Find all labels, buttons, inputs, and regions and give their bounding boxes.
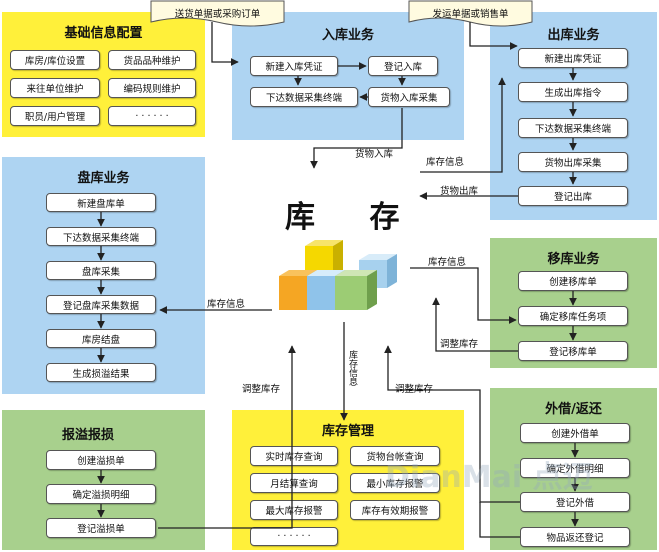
label-stock-info-outbound: 库存信息 [426, 157, 465, 168]
btn-register-transfer[interactable]: 登记移库单 [518, 341, 628, 361]
transfer-panel: 移库业务 创建移库单 确定移库任务项 登记移库单 [490, 238, 657, 368]
btn-register-loss-form[interactable]: 登记溢损单 [46, 518, 156, 538]
btn-code-rule-maint[interactable]: 编码规则维护 [108, 78, 196, 98]
arrow-stock-info-transfer [410, 267, 517, 324]
basic-config-title: 基础信息配置 [64, 26, 143, 41]
arrow-note-to-inbound [211, 22, 239, 66]
btn-mgmt-more[interactable]: · · · · · · [250, 527, 338, 546]
outbound-title: 出库业务 [547, 28, 600, 43]
btn-expiry-alarm[interactable]: 库存有效期报警 [350, 500, 440, 520]
outbound-panel: 出库业务 新建出库凭证 生成出库指令 下达数据采集终端 货物出库采集 登记出库 [490, 12, 657, 220]
document-note-left-shape [150, 0, 285, 27]
arrow-return-loop [479, 502, 520, 538]
label-adjust-transfer: 调整库存 [440, 339, 479, 350]
arrow-goods-in [310, 108, 403, 169]
stocktake-panel: 盘库业务 新建盘库单 下达数据采集终端 盘库采集 登记盘库采集数据 库房结盘 生… [2, 157, 205, 394]
btn-confirm-lend-detail[interactable]: 确定外借明细 [520, 458, 630, 478]
btn-stocktake-collect[interactable]: 盘库采集 [46, 261, 156, 280]
btn-goods-ledger-query[interactable]: 货物台帐查询 [350, 446, 440, 466]
btn-register-stocktake-data[interactable]: 登记盘库采集数据 [46, 295, 156, 314]
transfer-title: 移库业务 [547, 252, 600, 267]
btn-outbound-dispatch-terminal[interactable]: 下达数据采集终端 [518, 118, 628, 138]
btn-min-stock-alarm[interactable]: 最小库存报警 [350, 473, 440, 493]
loss-title: 报溢报损 [62, 428, 115, 443]
btn-stocktake-dispatch-terminal[interactable]: 下达数据采集终端 [46, 227, 156, 246]
label-adjust-loss: 调整库存 [242, 384, 281, 395]
watermark-text: DianMai 点迈 [385, 460, 593, 495]
arrow-adjust-loss [158, 345, 296, 529]
label-stock-info-mgmt: 库存信息 [347, 350, 357, 386]
inventory-mgmt-title: 库存管理 [321, 424, 374, 439]
btn-new-stocktake[interactable]: 新建盘库单 [46, 193, 156, 212]
btn-monthly-settlement-query[interactable]: 月结算查询 [250, 473, 338, 493]
btn-inbound-dispatch-terminal[interactable]: 下达数据采集终端 [250, 87, 358, 107]
btn-register-inbound[interactable]: 登记入库 [368, 56, 438, 76]
btn-register-lend[interactable]: 登记外借 [520, 492, 630, 512]
inventory-mgmt-panel: 库存管理 实时库存查询 货物台帐查询 月结算查询 最小库存报警 最大库存报警 库… [232, 410, 464, 550]
btn-product-variety-maint[interactable]: 货品品种维护 [108, 50, 196, 70]
btn-create-transfer[interactable]: 创建移库单 [518, 271, 628, 291]
btn-inbound-goods-collect[interactable]: 货物入库采集 [368, 87, 450, 107]
note-shipping-or-sales: 发运单据或销售单 [432, 9, 509, 20]
arrow-stock-info-outbound [420, 77, 506, 173]
btn-new-inbound-voucher[interactable]: 新建入库凭证 [250, 56, 338, 76]
arrow-adjust-transfer [432, 297, 518, 352]
btn-create-lend-form[interactable]: 创建外借单 [520, 423, 630, 443]
btn-partner-unit-maint[interactable]: 来往单位维护 [10, 78, 100, 98]
arrow-note-to-outbound [469, 22, 518, 50]
btn-return-register[interactable]: 物品返还登记 [520, 527, 630, 547]
btn-max-stock-alarm[interactable]: 最大库存报警 [250, 500, 338, 520]
btn-warehouse-closing[interactable]: 库房结盘 [46, 329, 156, 348]
btn-confirm-transfer-task[interactable]: 确定移库任务项 [518, 306, 628, 326]
btn-confirm-loss-detail[interactable]: 确定溢损明细 [46, 484, 156, 504]
btn-realtime-stock-query[interactable]: 实时库存查询 [250, 446, 338, 466]
label-stock-info-transfer: 库存信息 [428, 257, 467, 268]
inbound-panel: 入库业务 新建入库凭证 登记入库 下达数据采集终端 货物入库采集 [232, 12, 464, 140]
btn-generate-loss-result[interactable]: 生成损溢结果 [46, 363, 156, 382]
btn-register-outbound[interactable]: 登记出库 [518, 186, 628, 206]
label-stock-info-stocktake: 库存信息 [207, 299, 246, 310]
btn-generate-outbound-order[interactable]: 生成出库指令 [518, 82, 628, 102]
basic-config-panel: 基础信息配置 库房/库位设置 货品品种维护 来往单位维护 编码规则维护 职员/用… [2, 12, 205, 137]
label-goods-in: 货物入库 [355, 149, 394, 160]
btn-staff-user-mgmt[interactable]: 职员/用户管理 [10, 106, 100, 126]
btn-create-loss-form[interactable]: 创建溢损单 [46, 450, 156, 470]
inventory-center-title: 库 存 [285, 200, 422, 235]
lend-return-title: 外借/返还 [545, 402, 602, 417]
btn-warehouse-location-setup[interactable]: 库房/库位设置 [10, 50, 100, 70]
btn-outbound-goods-collect[interactable]: 货物出库采集 [518, 152, 628, 172]
note-delivery-or-purchase: 送货单据或采购订单 [174, 9, 261, 20]
arrow-adjust-lend [384, 345, 520, 503]
inventory-cubes-icon [279, 240, 397, 310]
btn-basic-more[interactable]: · · · · · · [108, 106, 196, 126]
stocktake-title: 盘库业务 [77, 171, 130, 186]
label-adjust-lend: 调整库存 [395, 384, 434, 395]
inbound-title: 入库业务 [321, 28, 374, 43]
btn-new-outbound-voucher[interactable]: 新建出库凭证 [518, 48, 628, 68]
label-goods-out: 货物出库 [440, 186, 479, 197]
